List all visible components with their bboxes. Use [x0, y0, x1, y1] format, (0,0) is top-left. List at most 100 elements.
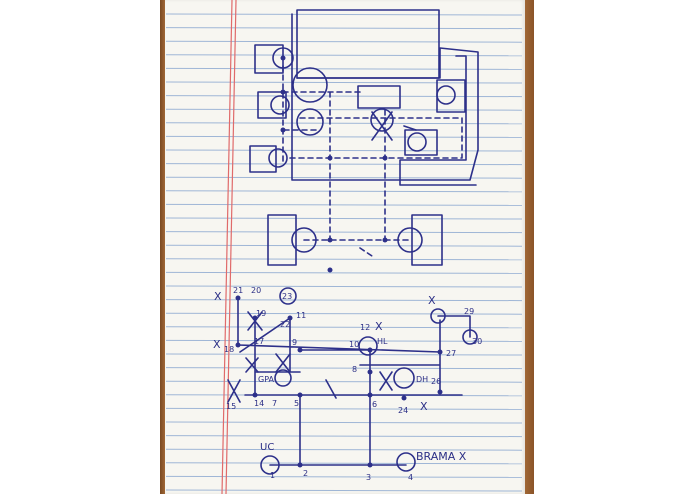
ruled-line: [165, 81, 523, 84]
label-4: 4: [408, 473, 413, 482]
paper-ruled-lines: [165, 13, 523, 492]
wire-29-30: [437, 315, 471, 338]
right-box: [404, 129, 438, 156]
label-gpa: GPA: [258, 375, 275, 384]
rear-lamp-right: [397, 227, 423, 253]
label-17: 17: [254, 337, 264, 346]
ruled-line: [165, 435, 523, 438]
ruled-line: [165, 217, 523, 220]
ruled-line: [165, 271, 523, 274]
label-x-3: X: [375, 320, 383, 333]
label-uc: UC: [260, 442, 274, 453]
ruled-line: [165, 149, 523, 152]
label-19: 19: [256, 309, 266, 318]
label-22: 22: [280, 320, 290, 329]
label-27: 27: [446, 349, 456, 358]
label-6: 6: [372, 400, 377, 409]
label-x-5: X: [428, 294, 436, 307]
wooden-table-edge-left: [160, 0, 166, 494]
ruled-line: [165, 244, 523, 247]
rear-box-right: [411, 214, 443, 266]
ruled-line: [165, 353, 523, 356]
wooden-table-edge-right: [522, 0, 534, 494]
node-dh-lamp: [393, 367, 415, 389]
center-box: [357, 85, 401, 109]
label-30: 30: [472, 337, 482, 346]
cabin-outline: [296, 9, 440, 79]
upper-sketch: [249, 9, 479, 266]
label-21: 21: [233, 286, 243, 295]
dashed-wires: [282, 65, 463, 246]
ruled-line: [165, 380, 523, 383]
label-23: 23: [282, 292, 292, 301]
lamp-circle-5: [296, 108, 324, 136]
ruled-line: [165, 421, 523, 424]
lamp-circle-6: [370, 108, 394, 132]
handwritten-labels: 1 2 3 4 5 6 7 8 9 10 11 12 14 15 17 18 1…: [213, 286, 482, 482]
label-9: 9: [292, 338, 297, 347]
lamp-circle-3: [268, 148, 288, 168]
label-29: 29: [464, 307, 474, 316]
label-hl: HL: [377, 337, 388, 346]
label-18: 18: [224, 345, 234, 354]
label-7: 7: [272, 399, 277, 408]
ruled-line: [165, 231, 523, 234]
lower-junction-dots: [235, 295, 443, 468]
ruled-line: [165, 163, 523, 166]
label-dh: DH: [416, 375, 428, 384]
node-hl-lamp: [358, 336, 378, 356]
label-x-4: X: [420, 400, 428, 413]
body-outline: [291, 13, 479, 181]
lamp-circle-8: [407, 132, 427, 152]
lamp-circle-4: [292, 67, 328, 103]
label-x-2: X: [213, 338, 221, 351]
white-border-right: [532, 0, 695, 494]
label-10: 10: [349, 340, 359, 349]
ruled-line: [165, 27, 523, 30]
label-14: 14: [254, 399, 264, 408]
ruled-line: [165, 462, 523, 465]
label-1: 1: [270, 471, 275, 480]
ruled-line: [165, 40, 523, 43]
upper-junction-dots: [280, 55, 388, 273]
ruled-line: [165, 367, 523, 370]
ruled-line: [165, 54, 523, 57]
label-8: 8: [352, 365, 357, 374]
label-brama: BRAMA X: [416, 450, 467, 463]
white-border-left: [0, 0, 163, 494]
label-15: 15: [226, 402, 236, 411]
left-box-3: [249, 145, 277, 173]
ruled-line: [165, 95, 523, 98]
label-26: 26: [431, 377, 441, 386]
ruled-line: [165, 448, 523, 451]
label-2: 2: [303, 469, 308, 478]
ruled-line: [165, 67, 523, 70]
ruled-line: [165, 122, 523, 125]
label-24: 24: [398, 406, 408, 415]
right-body-detail: [399, 55, 477, 186]
ruled-line: [165, 475, 523, 478]
ruled-line: [165, 285, 523, 288]
rear-box-left: [267, 214, 297, 266]
rear-dashed-wire: [303, 239, 411, 257]
crossed-out-lamp: [371, 111, 417, 141]
left-box-2: [257, 91, 287, 119]
crossed-out-marks: [227, 311, 393, 403]
ruled-line: [165, 258, 523, 261]
node-brama-lamp: [396, 452, 416, 472]
node-23-top-lamp: [279, 287, 297, 305]
label-11: 11: [296, 311, 306, 320]
ruled-line: [165, 13, 523, 16]
node-uc-lamp: [260, 455, 280, 475]
ruled-line: [165, 489, 523, 492]
ruled-line: [165, 326, 523, 329]
ruled-line: [165, 176, 523, 179]
ruled-line: [165, 407, 523, 410]
label-20: 20: [251, 286, 261, 295]
node-gpa-lamp: [274, 369, 292, 387]
label-5: 5: [294, 399, 299, 408]
ruled-line: [165, 190, 523, 193]
label-12: 12: [360, 323, 370, 332]
